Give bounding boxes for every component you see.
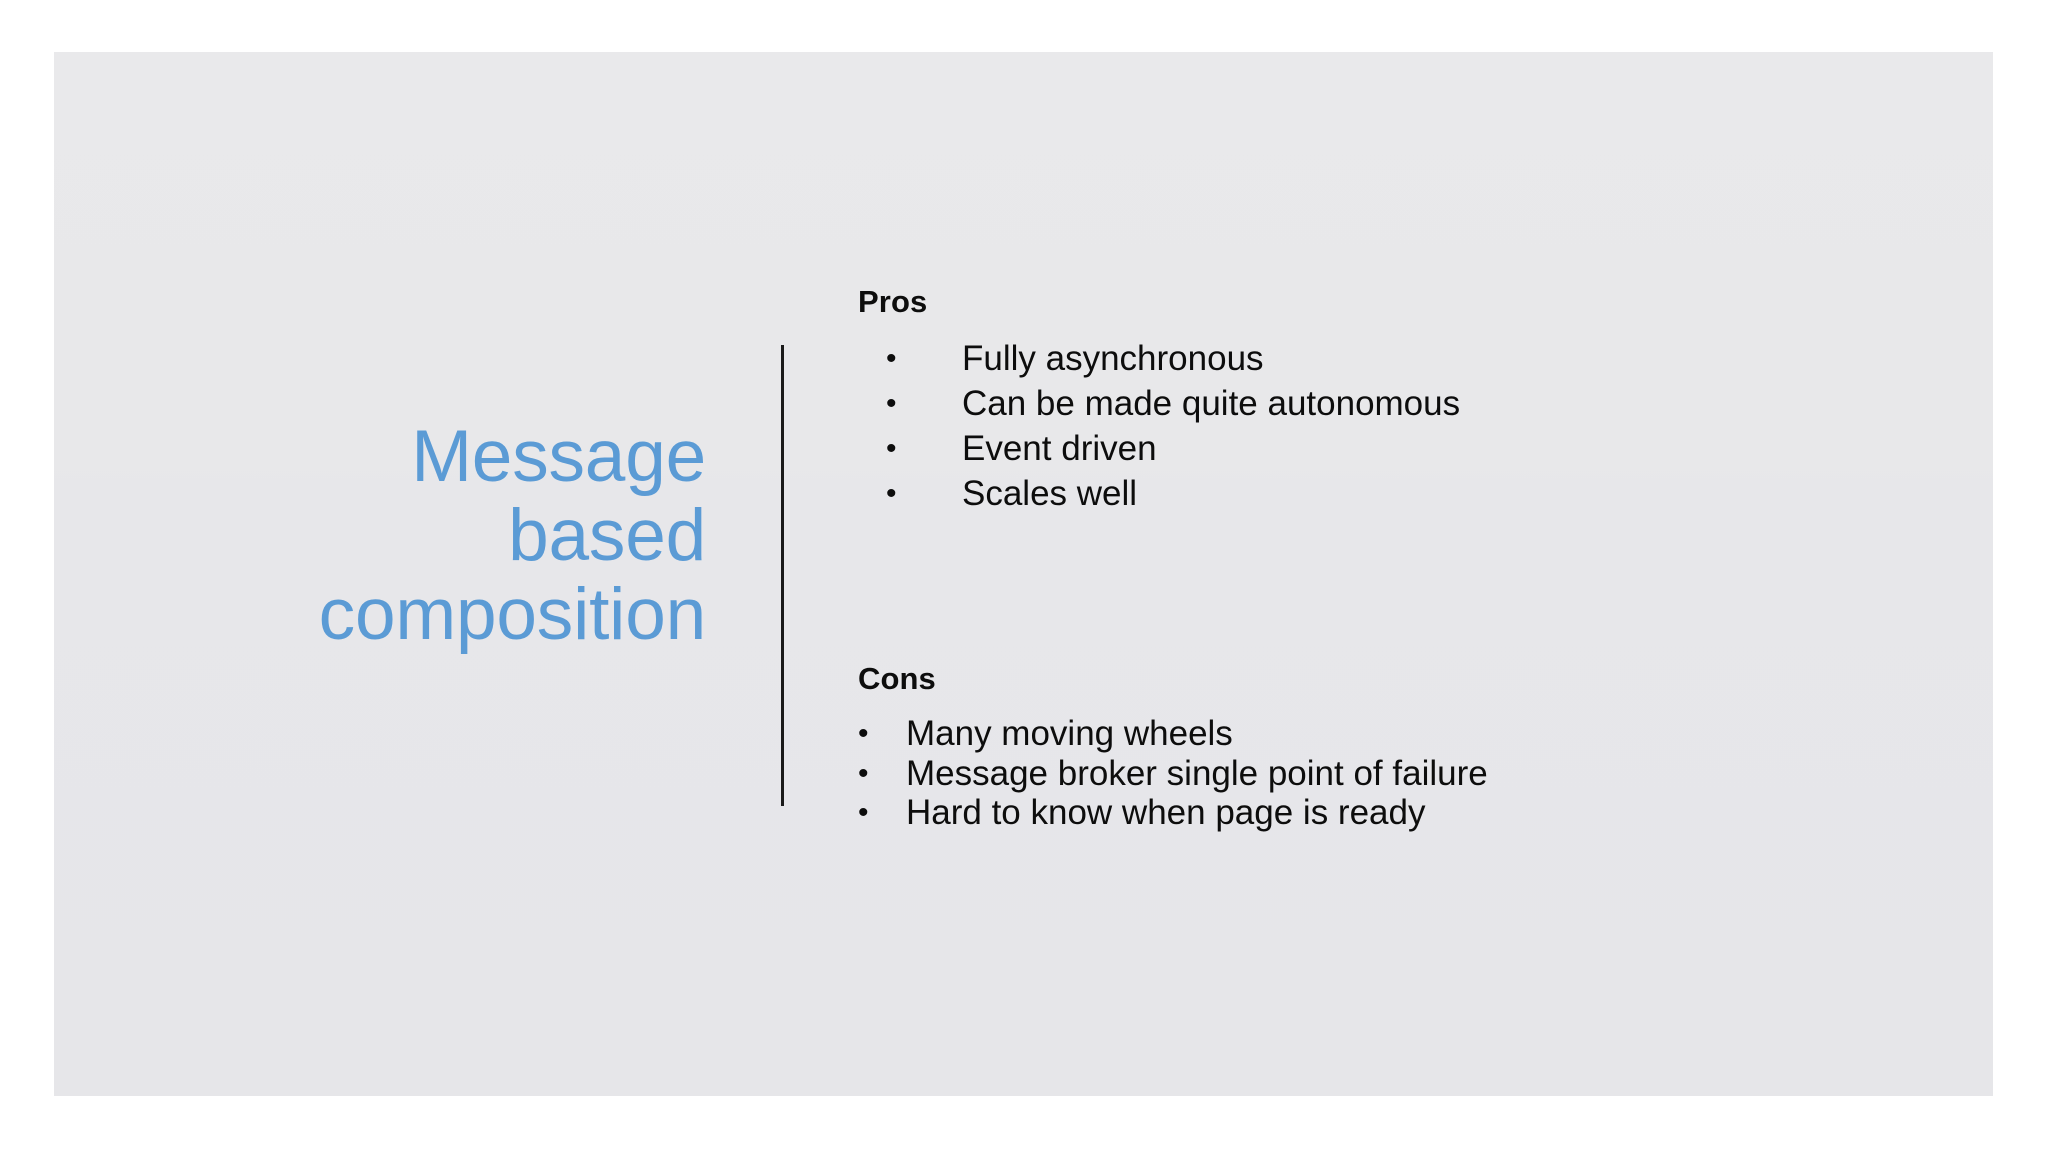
bullet-icon: •	[858, 717, 869, 750]
list-item-label: Message broker single point of failure	[906, 753, 1488, 793]
list-item: • Scales well	[858, 471, 1460, 516]
list-item-label: Can be made quite autonomous	[962, 384, 1461, 423]
bullet-icon: •	[886, 432, 897, 465]
title-line-3: composition	[318, 574, 707, 655]
bullet-icon: •	[886, 342, 897, 375]
bullet-icon: •	[886, 477, 897, 510]
list-item-label: Event driven	[962, 429, 1157, 468]
slide-canvas: Message based composition Pros • Fully a…	[54, 52, 1993, 1096]
pros-list: • Fully asynchronous • Can be made quite…	[858, 336, 1460, 516]
list-item: • Event driven	[858, 426, 1460, 471]
bullet-icon: •	[858, 796, 869, 829]
list-item-label: Fully asynchronous	[962, 339, 1264, 378]
list-item: • Can be made quite autonomous	[858, 381, 1460, 426]
pros-heading: Pros	[858, 284, 928, 319]
title-line-1: Message	[411, 416, 706, 497]
title-line-2: based	[508, 495, 706, 576]
list-item: • Many moving wheels	[858, 712, 1488, 752]
list-item-label: Scales well	[962, 474, 1138, 513]
cons-list: • Many moving wheels • Message broker si…	[858, 712, 1488, 831]
cons-heading: Cons	[858, 661, 936, 696]
slide-title: Message based composition	[174, 416, 707, 655]
list-item: • Message broker single point of failure	[858, 752, 1488, 792]
bullet-icon: •	[886, 387, 897, 420]
list-item-label: Hard to know when page is ready	[906, 793, 1426, 832]
list-item-label: Many moving wheels	[906, 714, 1233, 753]
bullet-icon: •	[858, 756, 869, 790]
list-item: • Hard to know when page is ready	[858, 791, 1488, 831]
vertical-divider-line	[781, 345, 784, 806]
list-item: • Fully asynchronous	[858, 336, 1460, 381]
